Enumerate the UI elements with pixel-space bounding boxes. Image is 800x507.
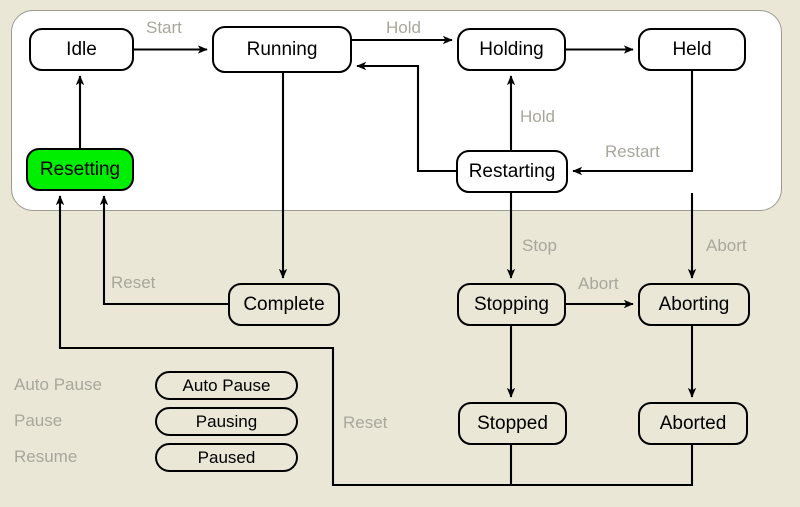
state-pausing[interactable]: Pausing	[155, 407, 298, 436]
state-resetting[interactable]: Resetting	[26, 148, 134, 191]
state-label: Complete	[243, 293, 325, 315]
state-auto-pause[interactable]: Auto Pause	[155, 371, 298, 400]
transition-label-abort-1: Abort	[706, 236, 747, 255]
state-aborted[interactable]: Aborted	[638, 402, 748, 445]
state-paused[interactable]: Paused	[155, 443, 298, 472]
transition-label-hold-2: Hold	[520, 107, 555, 126]
state-stopped[interactable]: Stopped	[458, 402, 567, 445]
state-label: Aborted	[659, 412, 727, 434]
state-complete[interactable]: Complete	[228, 283, 340, 326]
wire-aborted-to-resetting	[55, 195, 694, 487]
event-label-pause-event: Pause	[14, 411, 63, 430]
state-stopping[interactable]: Stopping	[457, 283, 566, 326]
transition-label-start: Start	[146, 18, 182, 37]
state-holding[interactable]: Holding	[457, 28, 566, 71]
transition-label-reset-2: Reset	[343, 413, 388, 432]
state-label: Resetting	[39, 158, 121, 180]
state-label: Idle	[66, 38, 97, 60]
transition-label-stop: Stop	[522, 236, 557, 255]
state-restarting[interactable]: Restarting	[456, 150, 568, 193]
state-aborting[interactable]: Aborting	[638, 283, 750, 326]
event-label-auto-pause-event: Auto Pause	[14, 375, 102, 394]
state-running[interactable]: Running	[212, 26, 352, 73]
event-label-resume-event: Resume	[14, 447, 78, 466]
state-label: Aborting	[658, 293, 730, 315]
state-idle[interactable]: Idle	[29, 28, 134, 71]
transition-label-restart: Restart	[605, 142, 660, 161]
state-label: Running	[246, 38, 318, 60]
state-label: Auto Pause	[182, 375, 271, 395]
transition-label-reset-1: Reset	[111, 273, 156, 292]
state-label: Restarting	[468, 160, 556, 182]
state-label: Holding	[479, 38, 544, 60]
state-label: Held	[672, 38, 712, 60]
state-held[interactable]: Held	[638, 28, 746, 71]
state-label: Paused	[197, 447, 256, 467]
transition-label-abort-2: Abort	[578, 274, 619, 293]
state-label: Pausing	[195, 411, 258, 431]
state-label: Stopped	[477, 412, 548, 434]
state-label: Stopping	[473, 293, 549, 315]
transition-label-hold-1: Hold	[386, 18, 421, 37]
